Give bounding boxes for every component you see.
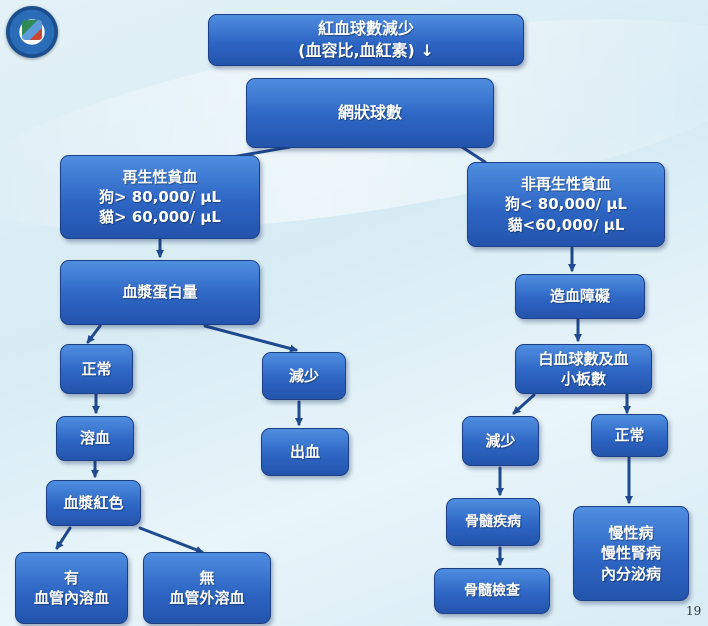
node-plasma-red-label: 血漿紅色 — [63, 493, 124, 512]
node-decrease-right-label: 減少 — [485, 431, 516, 450]
node-bone-marrow-exam-label: 骨髓檢查 — [464, 582, 520, 599]
node-decrease-left: 減少 — [262, 352, 346, 400]
node-wbc-platelet-line2: 小板數 — [560, 370, 606, 388]
node-regenerative-anemia: 再生性貧血 狗> 80,000/ μL 貓> 60,000/ μL — [60, 155, 260, 239]
node-nonregenerative-anemia-title: 非再生性貧血 — [520, 175, 611, 194]
node-regenerative-anemia-title: 再生性貧血 — [122, 167, 198, 186]
node-nonregenerative-anemia-dog: 狗< 80,000/ μL — [505, 195, 627, 214]
connector-wbc-decrease — [512, 393, 536, 415]
node-hemolysis-label: 溶血 — [79, 429, 110, 448]
node-intravascular-hemolysis: 有 血管內溶血 — [15, 552, 128, 624]
node-normal-left: 正常 — [60, 344, 133, 394]
node-intravascular-line2: 血管內溶血 — [33, 589, 109, 607]
node-normal-left-label: 正常 — [81, 359, 112, 378]
down-arrow-icon: ↓ — [420, 41, 434, 60]
node-nonregenerative-anemia-cat: 貓<60,000/ μL — [507, 215, 625, 234]
node-nonregenerative-anemia: 非再生性貧血 狗< 80,000/ μL 貓<60,000/ μL — [467, 162, 665, 247]
node-normal-right: 正常 — [591, 414, 668, 457]
page-number: 19 — [686, 604, 702, 618]
node-normal-right-label: 正常 — [614, 426, 645, 445]
node-intravascular-line1: 有 — [63, 568, 79, 587]
node-plasma-protein-label: 血漿蛋白量 — [122, 283, 198, 302]
connector-retic-nonregen — [460, 145, 487, 164]
node-decrease-right: 減少 — [462, 416, 539, 466]
node-chronic-disease-line3: 內分泌病 — [600, 564, 661, 583]
node-plasma-red: 血漿紅色 — [46, 480, 141, 526]
node-bone-marrow-disease-label: 骨髓疾病 — [465, 513, 521, 530]
node-rbc-decrease-line1: 紅血球數減少 — [317, 19, 414, 39]
node-bone-marrow-exam: 骨髓檢查 — [434, 568, 550, 614]
node-extravascular-line2: 血管外溶血 — [169, 589, 245, 607]
node-bleeding-label: 出血 — [289, 442, 320, 461]
node-hematopoietic-disorder: 造血障礙 — [515, 274, 645, 319]
node-bone-marrow-disease: 骨髓疾病 — [446, 498, 540, 546]
node-chronic-disease: 慢性病 慢性腎病 內分泌病 — [573, 506, 689, 601]
node-extravascular-line1: 無 — [199, 568, 215, 587]
node-rbc-decrease: 紅血球數減少 (血容比,血紅素) ↓ — [208, 14, 524, 66]
node-decrease-left-label: 減少 — [288, 366, 319, 385]
node-hemolysis: 溶血 — [56, 416, 134, 461]
connector-protein-normal — [86, 324, 102, 344]
connector-plasma-extra — [138, 526, 204, 554]
node-plasma-protein: 血漿蛋白量 — [60, 260, 260, 325]
node-reticulocyte-count-label: 網狀球數 — [337, 103, 402, 123]
node-rbc-decrease-line2: (血容比,血紅素) — [298, 41, 415, 60]
node-regenerative-anemia-cat: 貓> 60,000/ μL — [99, 208, 221, 227]
node-bleeding: 出血 — [261, 428, 349, 476]
node-chronic-disease-line1: 慢性病 — [608, 524, 654, 543]
node-wbc-platelet-line1: 白血球數及血 — [538, 349, 629, 368]
connector-protein-decrease — [203, 324, 298, 353]
node-hematopoietic-disorder-label: 造血障礙 — [549, 287, 610, 306]
node-regenerative-anemia-dog: 狗> 80,000/ μL — [99, 187, 221, 206]
node-reticulocyte-count: 網狀球數 — [246, 78, 494, 148]
node-chronic-disease-line2: 慢性腎病 — [600, 544, 661, 563]
connector-plasma-intra — [55, 526, 72, 550]
node-extravascular-hemolysis: 無 血管外溶血 — [143, 552, 271, 624]
school-logo-icon — [6, 6, 58, 58]
node-wbc-platelet-count: 白血球數及血 小板數 — [515, 344, 652, 394]
